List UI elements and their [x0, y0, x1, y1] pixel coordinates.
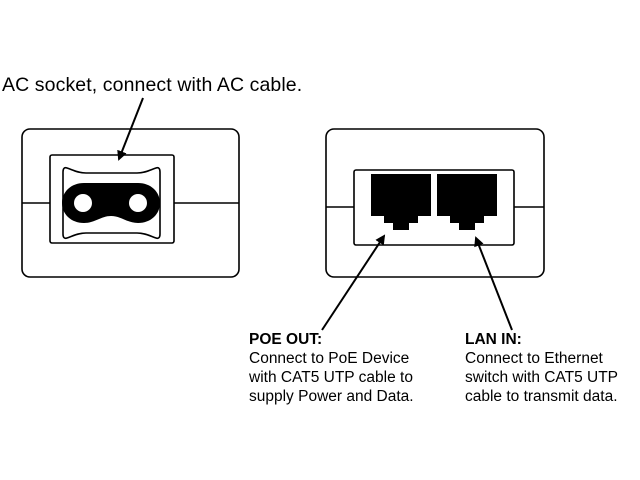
- lan-in-port-icon: [437, 174, 497, 230]
- poe-out-line: with CAT5 UTP cable to: [249, 369, 413, 386]
- rj45-unit-body: [325, 128, 545, 278]
- ac-side-unit: [21, 97, 240, 278]
- poe-out-callout: POE OUT: Connect to PoE Device with CAT5…: [249, 330, 414, 406]
- lan-in-line: switch with CAT5 UTP: [465, 369, 619, 386]
- poe-out-line: Connect to PoE Device: [249, 350, 410, 367]
- lan-in-line: cable to transmit data.: [465, 388, 618, 405]
- ac-socket-figure8-icon: [62, 183, 160, 223]
- rj45-side-unit: [321, 128, 545, 331]
- lan-in-heading: LAN IN:: [465, 331, 522, 348]
- lan-in-line: Connect to Ethernet: [465, 350, 603, 367]
- lan-in-arrow: [474, 236, 513, 331]
- ac-socket-arrow: [117, 97, 144, 161]
- ac-socket-label: AC socket, connect with AC cable.: [2, 74, 303, 96]
- poe-out-port-icon: [371, 174, 431, 230]
- ac-socket-opening: [62, 166, 161, 240]
- poe-out-arrow: [321, 234, 386, 331]
- poe-out-line: supply Power and Data.: [249, 388, 414, 405]
- ac-pin-right: [129, 194, 147, 212]
- lan-in-callout: LAN IN: Connect to Ethernet switch with …: [465, 330, 618, 406]
- ac-pin-left: [74, 194, 92, 212]
- poe-out-heading: POE OUT:: [249, 331, 323, 348]
